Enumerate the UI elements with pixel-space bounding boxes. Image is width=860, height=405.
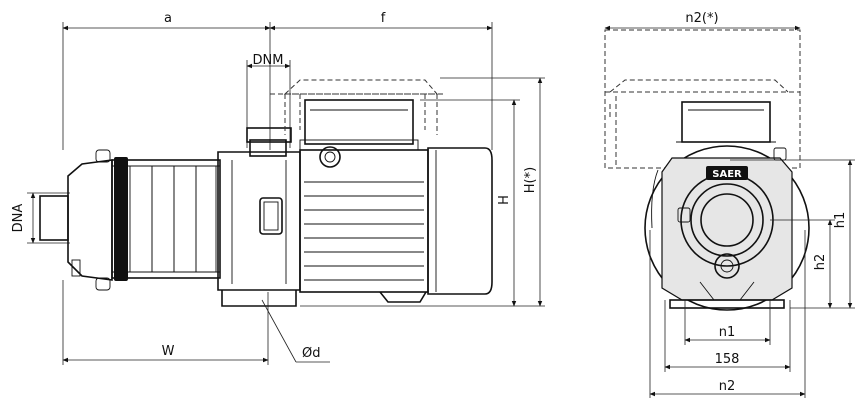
pump-foot bbox=[221, 290, 297, 307]
dimension-h1: h1 bbox=[730, 159, 855, 309]
dimension-w: W bbox=[62, 280, 269, 365]
label-f: f bbox=[381, 11, 386, 26]
fan-cover bbox=[427, 147, 493, 295]
dimension-158: 158 bbox=[664, 300, 791, 372]
dimension-n2: n2 bbox=[649, 230, 806, 398]
label-n2-star: n2(*) bbox=[685, 11, 718, 26]
label-h2: h2 bbox=[813, 254, 828, 271]
dimension-od: Ød bbox=[261, 299, 330, 363]
pump-stages bbox=[111, 157, 221, 281]
dimension-n2-star: n2(*) bbox=[604, 11, 801, 169]
brand-label: SAER bbox=[712, 169, 742, 180]
label-a: a bbox=[164, 11, 172, 26]
dimension-h: H bbox=[300, 99, 520, 307]
label-dna: DNA bbox=[11, 204, 26, 233]
label-dnm: DNM bbox=[253, 53, 284, 68]
terminal-box bbox=[299, 99, 419, 151]
terminal-box-alt-dashed bbox=[270, 79, 445, 135]
dimension-h2: h2 bbox=[770, 219, 835, 309]
dimension-dnm: DNM bbox=[246, 53, 291, 148]
label-n1: n1 bbox=[719, 325, 736, 340]
base-plate bbox=[669, 299, 785, 309]
motor-outline bbox=[644, 145, 810, 311]
dimension-f: f bbox=[269, 11, 493, 150]
dimension-h-star: H(*) bbox=[440, 77, 545, 307]
label-n2: n2 bbox=[719, 379, 736, 394]
label-w: W bbox=[162, 344, 175, 359]
dimension-n1: n1 bbox=[684, 300, 771, 345]
terminal-box-front bbox=[681, 101, 771, 143]
dimension-a: a bbox=[62, 11, 271, 150]
label-h-star: H(*) bbox=[523, 167, 538, 193]
drain-plug bbox=[714, 253, 740, 279]
delivery-body bbox=[217, 127, 301, 291]
pump-end-cap bbox=[67, 159, 113, 281]
name-plate bbox=[259, 197, 283, 235]
label-od: Ød bbox=[302, 346, 320, 361]
label-h1: h1 bbox=[833, 212, 848, 229]
label-h: H bbox=[497, 195, 512, 205]
pump-casing-front: SAER bbox=[661, 147, 793, 301]
dimension-dna: DNA bbox=[11, 192, 70, 244]
label-158: 158 bbox=[715, 352, 740, 367]
front-view: n2(*) SAER bbox=[604, 11, 855, 398]
suction-pipe bbox=[39, 195, 69, 241]
side-view: a f DNM DNA bbox=[11, 11, 545, 365]
saer-badge bbox=[706, 166, 748, 180]
motor bbox=[299, 146, 493, 303]
